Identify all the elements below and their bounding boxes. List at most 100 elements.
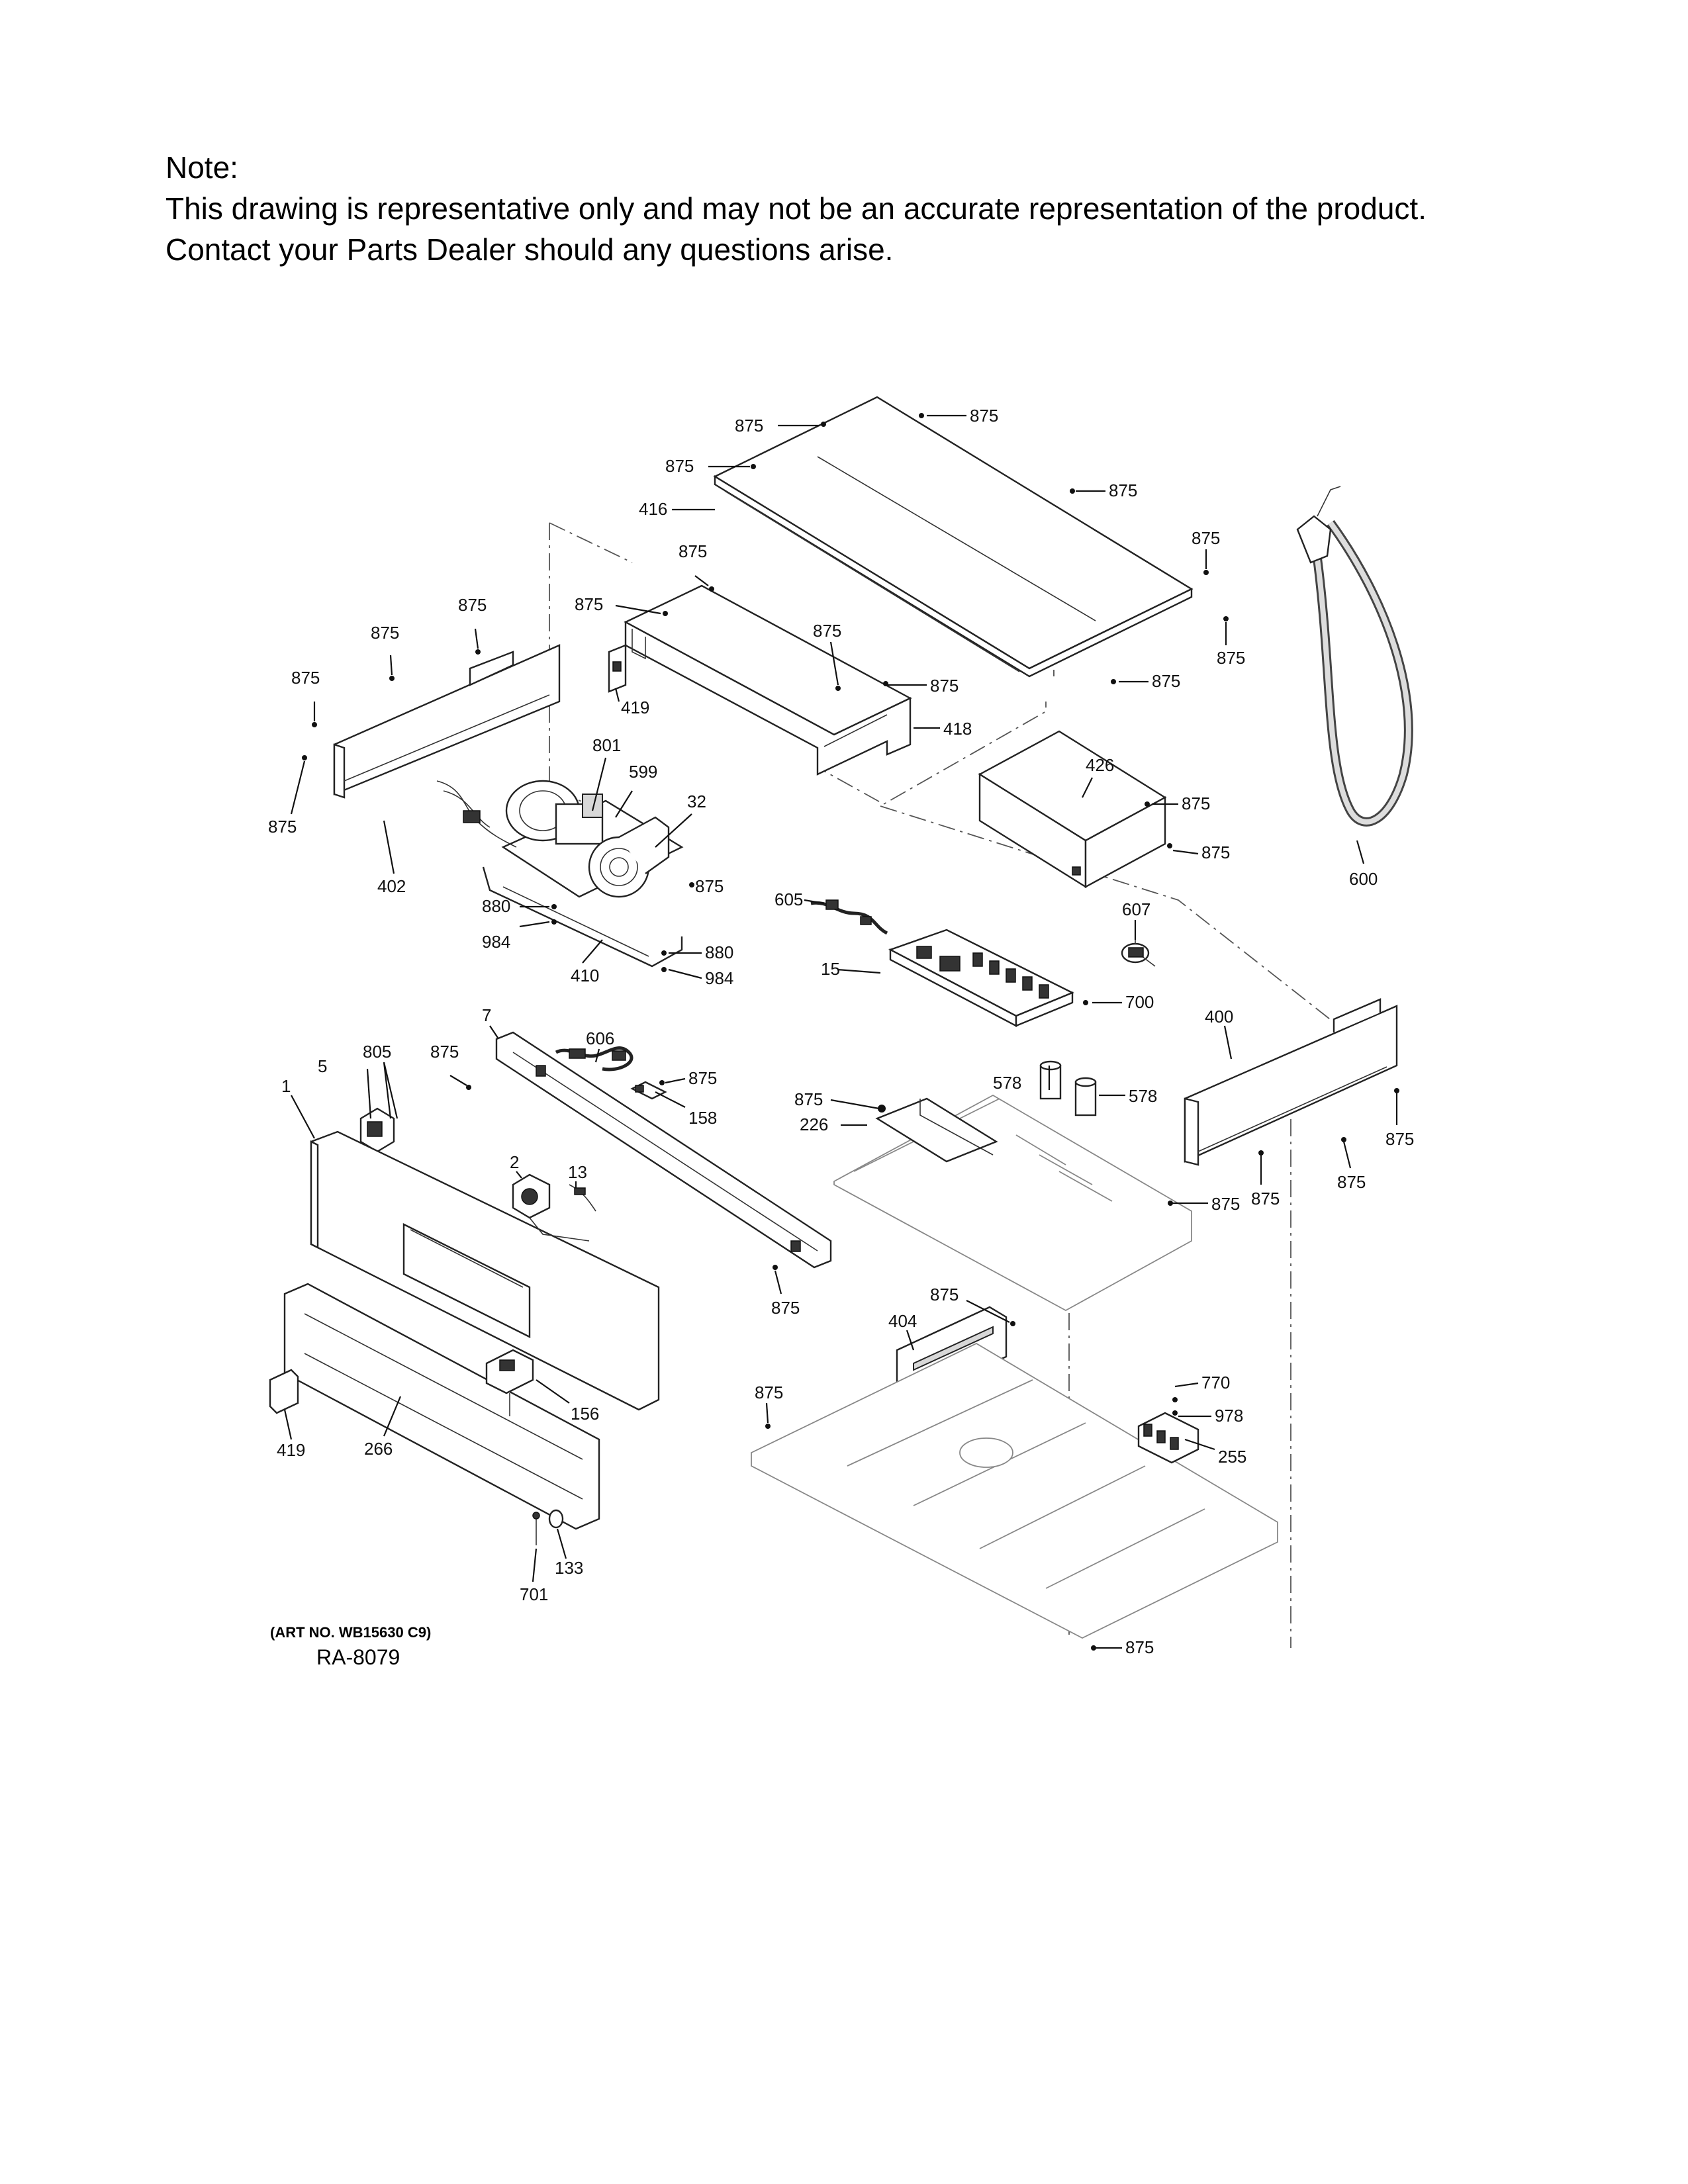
callout-c67: 701 (520, 1584, 548, 1604)
harness-606 (555, 1046, 633, 1071)
capacitor-578-b (1074, 1077, 1097, 1116)
callout-c11: 875 (371, 623, 399, 643)
screw-701 (532, 1512, 540, 1545)
panel-426 (978, 730, 1167, 889)
callout-c37: 7 (482, 1005, 491, 1025)
art-number: (ART NO. WB15630 C9) (270, 1624, 432, 1641)
pan-410 (482, 866, 683, 968)
hose-600 (1296, 486, 1413, 827)
callout-c31: 880 (705, 942, 733, 962)
callout-c65: 266 (364, 1439, 393, 1459)
terminal-block-255 (1137, 1412, 1199, 1464)
callout-c45: 400 (1205, 1007, 1233, 1026)
callout-c50: 2 (510, 1152, 519, 1172)
callout-c08: 875 (679, 541, 707, 561)
switch-2 (512, 1173, 590, 1242)
capacitor-578-a (1039, 1060, 1062, 1100)
callout-c46: 578 (993, 1073, 1021, 1093)
callout-c60: 875 (755, 1383, 783, 1402)
callout-c55: 875 (1337, 1172, 1366, 1192)
callout-c25: 875 (1201, 842, 1230, 862)
switch-assembly-156 (485, 1349, 534, 1416)
callout-c22: 875 (1152, 671, 1180, 691)
callout-c19: 599 (629, 762, 657, 782)
callout-c53: 875 (1211, 1194, 1240, 1214)
side-panel-402 (333, 644, 561, 799)
callout-c05: 875 (1109, 480, 1137, 500)
callout-c21: 402 (377, 876, 406, 896)
callout-c57: 875 (930, 1285, 959, 1304)
fastener-dots (302, 413, 1399, 1651)
callout-c44: 1 (281, 1076, 291, 1096)
callout-c18: 801 (592, 735, 621, 755)
bracket-419-lower (269, 1369, 299, 1414)
harness-605 (810, 899, 888, 935)
component-5 (359, 1107, 395, 1153)
note-block: Note: This drawing is representative onl… (165, 147, 1622, 270)
callout-c41: 875 (430, 1042, 459, 1062)
callout-labels: 875 875 875 416 875 875 875 875 875 875 … (268, 406, 1414, 1657)
callout-c12: 875 (291, 668, 320, 688)
callout-c63: 156 (571, 1404, 599, 1424)
component-13 (569, 1184, 596, 1212)
control-board-15 (888, 929, 1074, 1027)
callout-c14: 875 (813, 621, 841, 641)
callout-c30: 410 (571, 966, 599, 985)
callout-c52: 875 (771, 1298, 800, 1318)
note-line-1: This drawing is representative only and … (165, 191, 1427, 226)
leader-lines (283, 414, 1398, 1649)
callout-c36: 700 (1125, 992, 1154, 1012)
cover-418 (624, 584, 912, 776)
base-plate (751, 1342, 1278, 1639)
note-heading: Note: (165, 150, 238, 185)
callout-c64: 419 (277, 1440, 305, 1460)
callout-c29: 984 (482, 932, 510, 952)
callout-c43: 158 (688, 1108, 717, 1128)
callout-c33: 605 (774, 889, 803, 909)
callout-c39: 5 (318, 1056, 327, 1076)
callout-c40: 805 (363, 1042, 391, 1062)
callout-c59: 770 (1201, 1373, 1230, 1392)
callout-c04: 416 (639, 499, 667, 519)
callout-c10: 875 (458, 595, 487, 615)
callout-c07: 875 (1217, 648, 1245, 668)
sensor-607 (1121, 923, 1156, 967)
callout-c01: 875 (735, 416, 763, 435)
callout-c23: 426 (1086, 755, 1114, 775)
frame-226 (833, 1094, 1192, 1312)
callout-c35: 15 (821, 959, 840, 979)
spacer-133 (548, 1509, 564, 1529)
callout-c42: 875 (688, 1068, 717, 1088)
callout-c27: 600 (1349, 869, 1378, 889)
callout-c02: 875 (970, 406, 998, 426)
callout-c66: 133 (555, 1558, 583, 1578)
callout-c06: 875 (1192, 528, 1220, 548)
callout-c15: 875 (930, 676, 959, 696)
callout-c13: 875 (268, 817, 297, 837)
callout-c34: 607 (1122, 899, 1150, 919)
callout-c09: 875 (575, 594, 603, 614)
callout-c48: 875 (794, 1089, 823, 1109)
callout-c28: 880 (482, 896, 510, 916)
callout-c68: 875 (1125, 1637, 1154, 1657)
callout-c61: 978 (1215, 1406, 1243, 1426)
callout-c54: 875 (1251, 1189, 1280, 1208)
callout-c51: 13 (568, 1162, 587, 1182)
callout-c58: 404 (888, 1311, 917, 1331)
art-reference: RA-8079 (316, 1645, 400, 1669)
callout-c56: 875 (1385, 1129, 1414, 1149)
thermal-sensor-158 (630, 1081, 667, 1100)
callout-c47: 578 (1129, 1086, 1157, 1106)
callout-c20: 32 (687, 792, 706, 811)
bracket-419-upper (608, 644, 627, 693)
rear-panel-400 (1184, 998, 1398, 1166)
blower-assembly-32 (436, 780, 684, 898)
callout-c03: 875 (665, 456, 694, 476)
rail-7 (495, 1031, 832, 1269)
callout-c24: 875 (1182, 794, 1210, 813)
note-line-2: Contact your Parts Dealer should any que… (165, 232, 894, 267)
callout-c38: 606 (586, 1028, 614, 1048)
callout-c16: 419 (621, 698, 649, 717)
callout-c32: 984 (705, 968, 733, 988)
